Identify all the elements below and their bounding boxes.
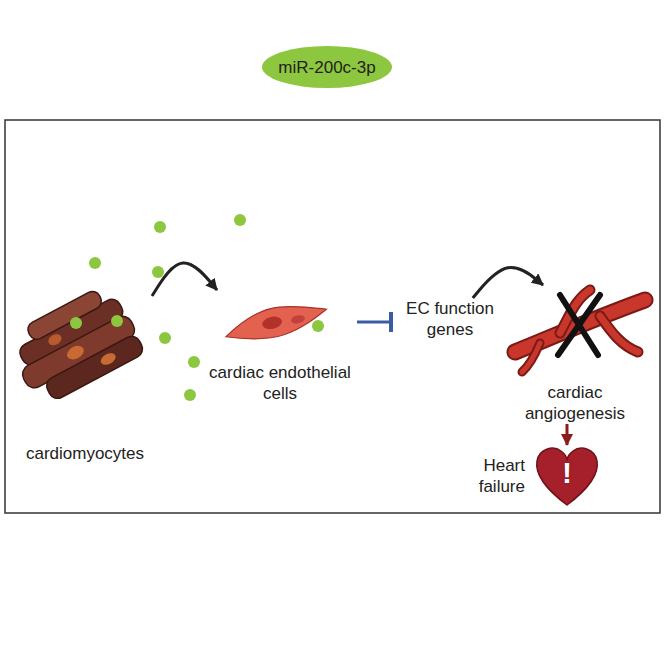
arrow-connector (152, 263, 217, 296)
mirna-label: miR-200c-3p (278, 57, 375, 78)
arrow-connector (473, 268, 543, 298)
inhibition-connector (357, 321, 393, 324)
cell-group: cardiac endothelial cells (203, 290, 357, 404)
node-label: EC function genes (393, 298, 507, 340)
heart-shape-box: ! (533, 445, 601, 507)
exclamation-mark: ! (562, 457, 572, 489)
cardiomyocyte-cells (2, 281, 147, 409)
vessel-group: cardiac angiogenesis (503, 285, 647, 424)
cross-mark (558, 295, 600, 355)
heart-symbol: Heart failure! (450, 445, 601, 507)
node-label: cardiac endothelial cells (203, 362, 357, 404)
blood-vessel (515, 290, 645, 372)
heart-label: Heart failure (450, 455, 525, 497)
gene-group: EC function genes (393, 298, 507, 340)
mirna-ellipse: miR-200c-3p (262, 46, 392, 88)
arrow-connector (566, 424, 569, 445)
node-label: cardiomyocytes (18, 443, 152, 464)
frame-border (5, 120, 660, 513)
node-label: cardiac angiogenesis (503, 382, 647, 424)
endothelial-cell (222, 297, 330, 347)
cell-group: cardiomyocytes (18, 290, 152, 464)
